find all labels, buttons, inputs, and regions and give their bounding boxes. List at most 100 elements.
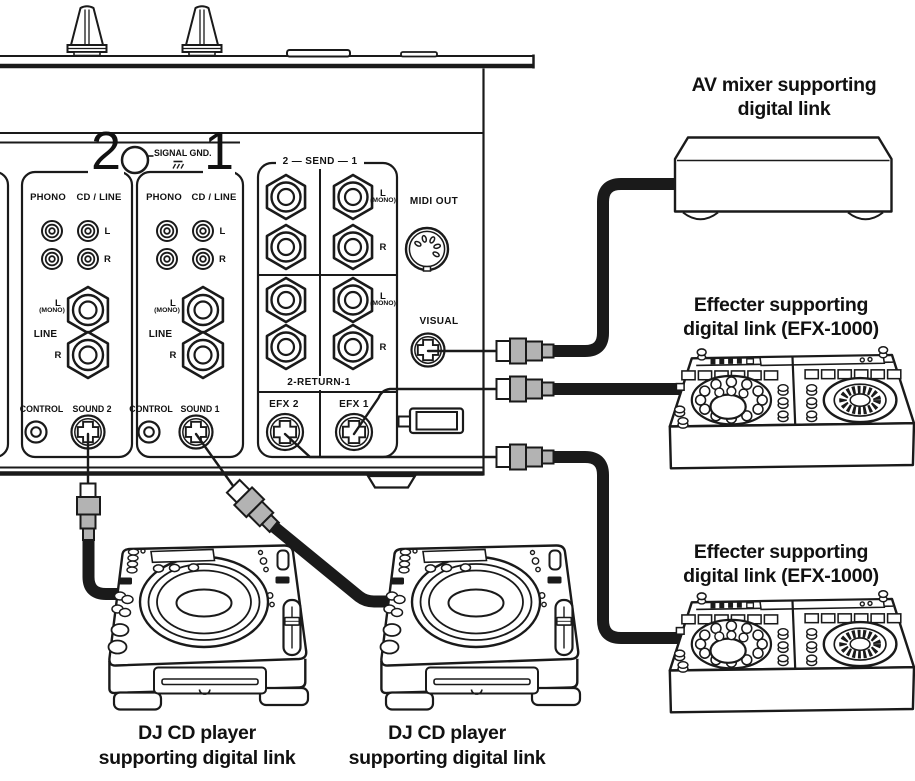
ch2-line-l-label: L: [54, 297, 62, 309]
effecter-bottom-device: [670, 591, 914, 713]
send-2-l-jack: [265, 173, 307, 221]
effecter-bottom-cable: [553, 451, 682, 644]
connection-lines: [86, 349, 499, 492]
sound-1-jack: [178, 414, 214, 450]
sound-1-cable-plug: [225, 478, 281, 534]
ch1-mono-label: (MONO): [154, 307, 180, 314]
effecter-bottom-label-line2: digital link (EFX-1000): [683, 565, 879, 587]
return-1-l-jack: [332, 276, 374, 324]
ch2-mono-label: (MONO): [39, 307, 65, 314]
send-2-r-jack: [265, 223, 307, 271]
effecter-top-device: [670, 347, 914, 469]
ch1-r-label: R: [218, 254, 227, 265]
return-mono-label: (MONO): [370, 300, 396, 307]
ch2-sound-label: SOUND 2: [72, 403, 112, 414]
line-r-jack: [181, 330, 225, 380]
ch2-cd-line-label: CD / LINE: [76, 192, 122, 203]
ch2-line-label: LINE: [33, 329, 58, 340]
send-1-r-jack: [332, 223, 374, 271]
return-r-label: R: [379, 341, 387, 353]
av-mixer-label-line2: digital link: [737, 98, 831, 120]
ch2-l-label: L: [104, 226, 111, 237]
return-2-l-jack: [265, 276, 307, 324]
efx-2-line: [283, 432, 499, 459]
cd-line-l-jack: [77, 220, 99, 242]
ch2-r-label: R: [103, 254, 112, 265]
channel-1-number: 1: [203, 121, 235, 181]
return-2-r-jack: [265, 323, 307, 371]
av-mixer-device: [673, 136, 893, 221]
send-l-label: L: [379, 187, 387, 199]
send-label: 2 — SEND — 1: [282, 156, 358, 167]
effecter-top-label-line1: Effecter supporting: [693, 294, 869, 316]
player-left-label-line1: DJ CD player: [138, 722, 256, 744]
av-mixer-cable: [553, 178, 677, 357]
efx-2-cable-plug: [495, 443, 555, 471]
ac-inlet: [397, 407, 465, 435]
ch2-control-label: CONTROL: [19, 403, 64, 414]
cables: [82, 178, 690, 644]
ch2-line-r-label: R: [54, 349, 62, 361]
midi-out-connector: [404, 226, 450, 272]
effecter-bottom-label-line1: Effecter supporting: [693, 541, 869, 563]
dj-cd-player-left-device: [107, 544, 310, 711]
player-right-label-line1: DJ CD player: [388, 722, 506, 744]
player-right-label-line2: supporting digital link: [348, 746, 546, 769]
ch1-sound-label: SOUND 1: [180, 403, 220, 414]
player-left-label-line2: supporting digital link: [98, 746, 296, 769]
ch1-cd-line-label: CD / LINE: [191, 192, 237, 203]
signal-gnd-label: SIGNAL GND.: [154, 147, 212, 158]
visual-cable-plug: [495, 337, 555, 365]
rear-knob-icon: [181, 5, 223, 57]
efx-1-label: EFX 1: [339, 399, 369, 410]
send-r-label: R: [379, 241, 387, 253]
return-label: 2-RETURN-1: [287, 376, 351, 388]
sound-1-line: [194, 432, 238, 492]
cd-line-r-jack: [77, 248, 99, 270]
visual-label: VISUAL: [419, 316, 459, 327]
player-right-cable: [269, 521, 390, 608]
send-mono-label: (MONO): [370, 197, 396, 204]
midi-out-label: MIDI OUT: [409, 196, 459, 207]
av-mixer-label-line1: AV mixer supporting: [691, 74, 877, 96]
ch1-phono-label: PHONO: [146, 192, 182, 203]
cd-line-r-jack: [192, 248, 214, 270]
dj-cd-player-right-device: [379, 544, 582, 711]
ch2-phono-label: PHONO: [30, 192, 66, 203]
top-flat-part: [400, 51, 438, 58]
cd-line-l-jack: [192, 220, 214, 242]
phono-l-jack: [41, 220, 63, 242]
return-l-label: L: [379, 290, 387, 302]
panel-edges: [0, 68, 485, 489]
partial-channel-box: [0, 171, 10, 458]
send-1-l-jack: [332, 173, 374, 221]
panel-foot: [366, 474, 417, 489]
line-l-jack: [66, 285, 110, 335]
phono-r-jack: [156, 248, 178, 270]
sound-2-cable-plug: [76, 482, 101, 541]
ch1-control-label: CONTROL: [129, 403, 173, 414]
ch1-line-l-label: L: [169, 297, 177, 309]
top-flat-part: [286, 49, 351, 58]
phono-r-jack: [41, 248, 63, 270]
ch1-line-r-label: R: [169, 349, 177, 361]
control-jack: [24, 420, 48, 444]
line-l-jack: [181, 285, 225, 335]
effecter-top-label-line2: digital link (EFX-1000): [683, 318, 879, 340]
signal-gnd-terminal: [120, 145, 185, 175]
ch1-l-label: L: [219, 226, 226, 237]
line-r-jack: [66, 330, 110, 380]
rear-knob-icon: [66, 5, 108, 57]
channel-2-number: 2: [90, 121, 122, 181]
cable-plugs: [76, 337, 555, 541]
efx-2-label: EFX 2: [269, 399, 299, 410]
panel-top-edge: [0, 5, 535, 69]
player-left-cable: [82, 539, 124, 600]
efx-1-line: [352, 387, 499, 436]
ch1-line-label: LINE: [148, 329, 173, 340]
phono-l-jack: [156, 220, 178, 242]
efx-1-cable-plug: [495, 375, 555, 403]
mixer-rear-panel: [0, 5, 535, 489]
